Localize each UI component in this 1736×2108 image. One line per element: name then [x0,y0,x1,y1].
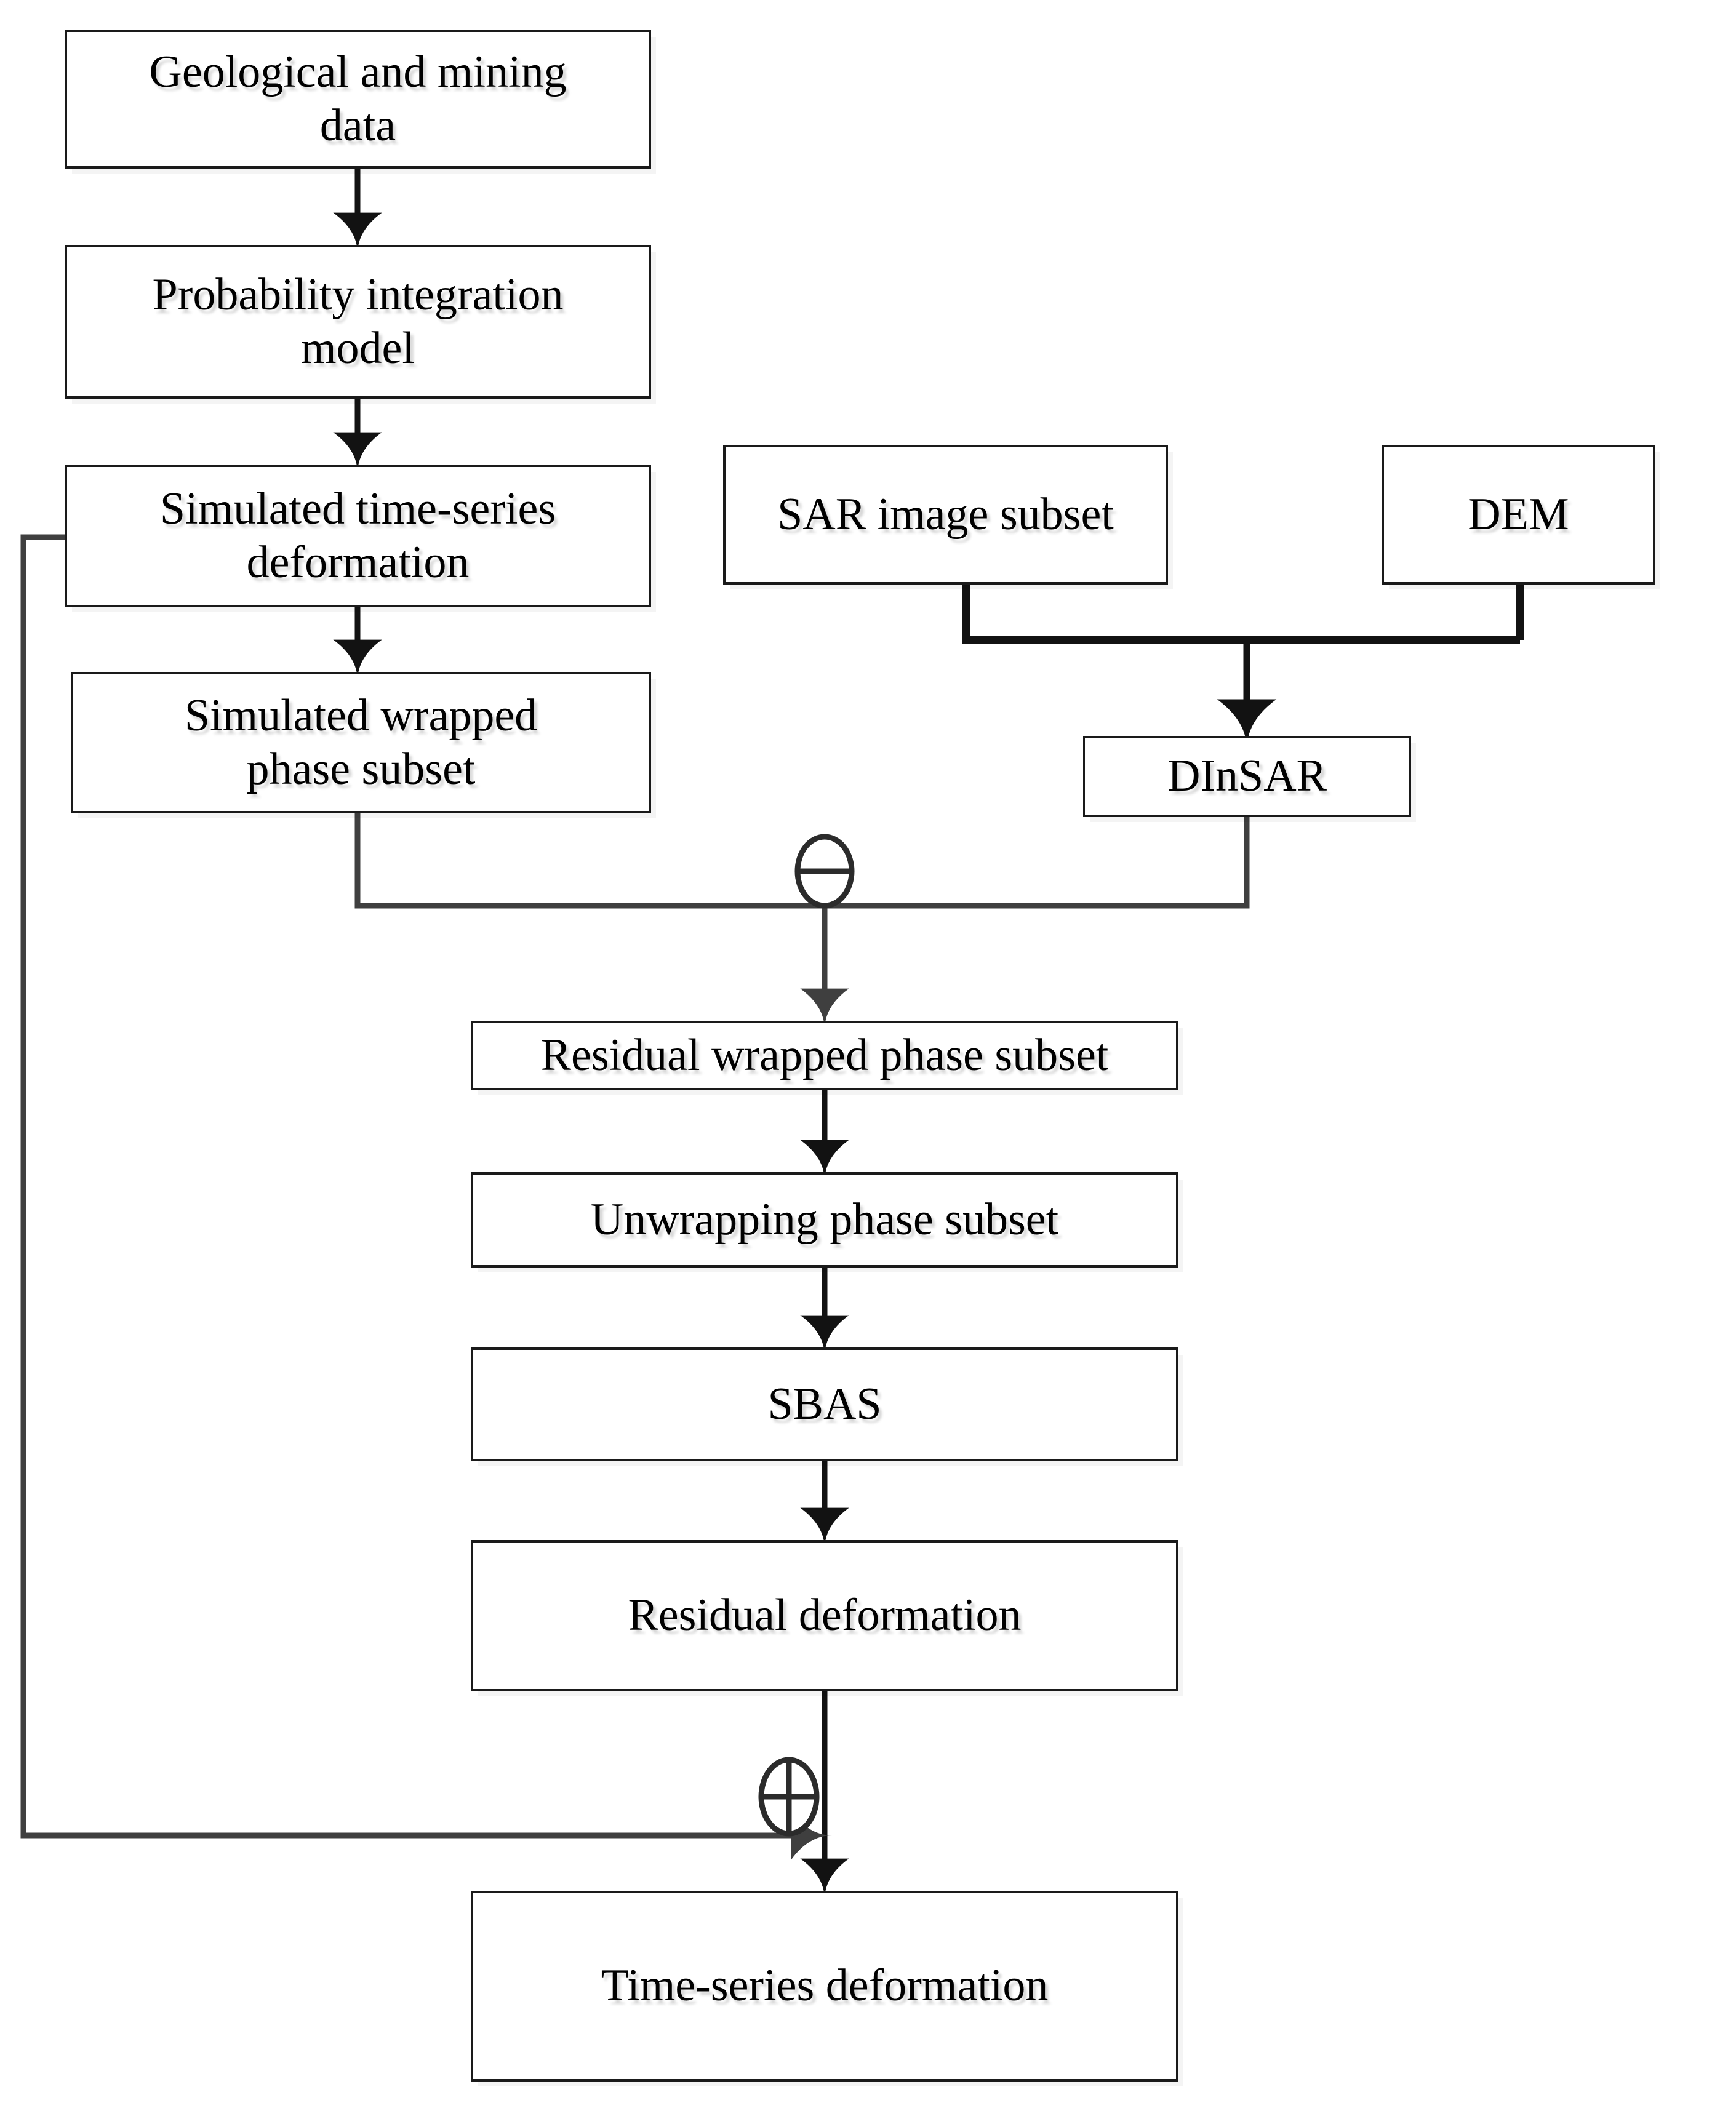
node-label: Unwrapping phase subset [590,1194,1059,1245]
node-label: Time-series deformation [601,1960,1049,2011]
subtract-junction-glyph [794,834,855,909]
node-sbas[interactable]: SBAS [471,1347,1178,1461]
node-simulated-wrapped-phase-subset[interactable]: Simulated wrapped phase subset [71,672,651,813]
node-unwrapping-phase-subset[interactable]: Unwrapping phase subset [471,1172,1178,1268]
node-time-series-deformation[interactable]: Time-series deformation [471,1891,1178,2082]
node-label: SBAS [767,1378,882,1429]
node-dem[interactable]: DEM [1382,445,1655,585]
node-geological-mining-data[interactable]: Geological and mining data [65,30,651,169]
node-label: SAR image subset [777,489,1114,540]
node-probability-integration-model[interactable]: Probability integration model [65,245,651,399]
edge-simulated-wrapped-to-subtract [354,813,825,909]
node-label: Geological and mining data [149,46,567,151]
node-label: DInSAR [1167,751,1327,802]
node-label: Residual deformation [628,1590,1022,1641]
node-label: Simulated time-series deformation [159,483,556,588]
node-residual-deformation[interactable]: Residual deformation [471,1540,1178,1691]
edge-sar-to-merge [962,585,1520,644]
node-sar-image-subset[interactable]: SAR image subset [723,445,1168,585]
node-label: Simulated wrapped phase subset [184,690,538,794]
node-label: DEM [1468,489,1569,540]
node-simulated-time-series-deformation[interactable]: Simulated time-series deformation [65,465,651,607]
node-label: Residual wrapped phase subset [540,1029,1109,1080]
node-label: Probability integration model [152,269,564,373]
edge-dinsar-to-subtract [825,817,1250,909]
node-residual-wrapped-phase-subset[interactable]: Residual wrapped phase subset [471,1021,1178,1090]
node-dinsar[interactable]: DInSAR [1083,736,1411,817]
add-junction-glyph [758,1757,820,1837]
